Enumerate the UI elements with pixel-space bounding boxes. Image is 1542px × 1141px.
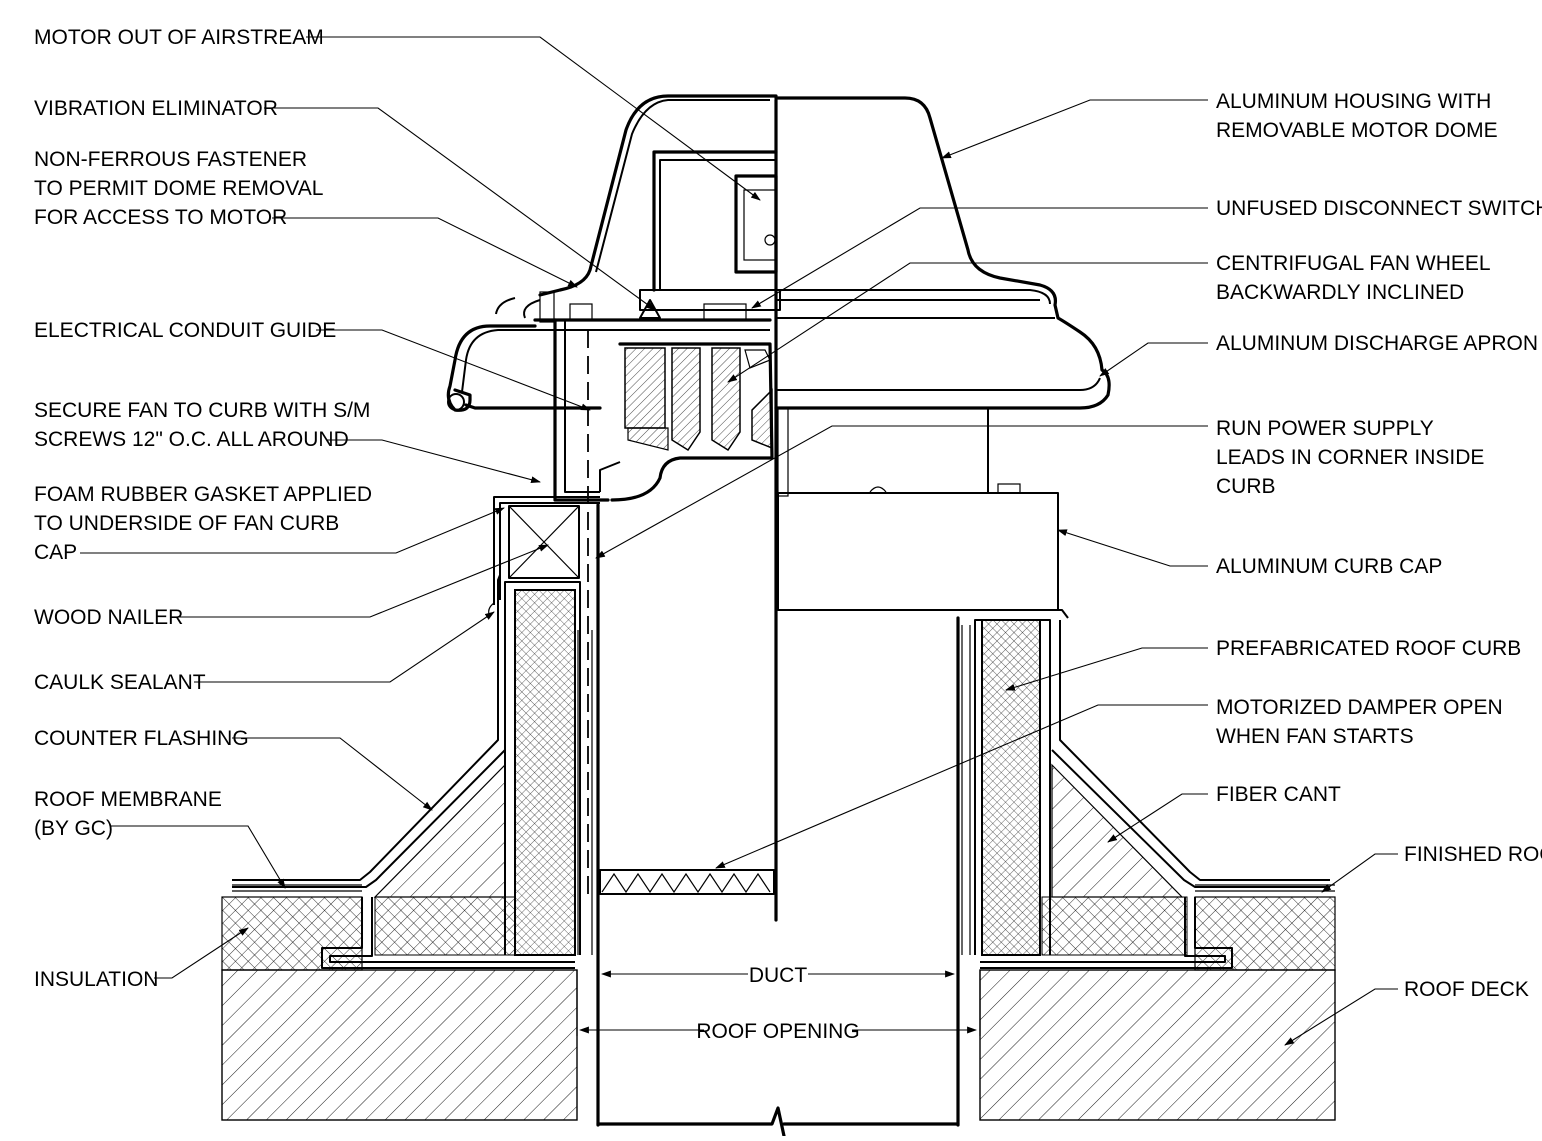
- label-finished-roof: FINISHED ROO: [1404, 843, 1542, 866]
- dimension-lines: DUCT ROOF OPENING: [576, 964, 981, 1043]
- wood-nailer-section: [508, 505, 580, 579]
- label-roof-deck: ROOF DECK: [1404, 978, 1529, 1001]
- label-line: FOAM RUBBER GASKET APPLIED: [34, 483, 372, 506]
- leader-lines: [80, 36, 1398, 1046]
- label-line: PREFABRICATED ROOF CURB: [1216, 637, 1521, 660]
- motorized-damper-section: [599, 869, 775, 895]
- motor-assembly: [639, 150, 781, 311]
- counter-flashing-section: [232, 574, 1330, 969]
- label-line: ALUMINUM HOUSING WITH: [1216, 90, 1491, 113]
- label-foam-rubber-gasket: FOAM RUBBER GASKET APPLIED TO UNDERSIDE O…: [34, 483, 372, 564]
- label-line: ALUMINUM DISCHARGE APRON: [1216, 332, 1538, 355]
- label-line: (BY GC): [34, 817, 113, 840]
- duct-dimension-label: DUCT: [749, 964, 807, 987]
- insulation-section: [221, 884, 1336, 971]
- label-line: CURB: [1216, 475, 1276, 498]
- label-line: BACKWARDLY INCLINED: [1216, 281, 1464, 304]
- label-line: SCREWS 12" O.C. ALL AROUND: [34, 428, 349, 451]
- label-line: TO UNDERSIDE OF FAN CURB: [34, 512, 339, 535]
- label-line: TO PERMIT DOME REMOVAL: [34, 177, 323, 200]
- label-line: FIBER CANT: [1216, 783, 1341, 806]
- label-line: UNFUSED DISCONNECT SWITCH: [1216, 197, 1542, 220]
- label-line: FINISHED ROO: [1404, 843, 1542, 866]
- label-line: COUNTER FLASHING: [34, 727, 249, 750]
- label-line: CAP: [34, 541, 77, 564]
- label-wood-nailer: WOOD NAILER: [34, 606, 183, 629]
- label-insulation: INSULATION: [34, 968, 158, 991]
- callout-labels-right: ALUMINUM HOUSING WITH REMOVABLE MOTOR DOM…: [1216, 90, 1542, 1001]
- label-line: ROOF MEMBRANE: [34, 788, 222, 811]
- label-non-ferrous-fastener: NON-FERROUS FASTENER TO PERMIT DOME REMOV…: [34, 148, 323, 229]
- label-line: MOTOR OUT OF AIRSTREAM: [34, 26, 324, 49]
- label-line: RUN POWER SUPPLY: [1216, 417, 1434, 440]
- fan-wheel-section: [553, 318, 774, 502]
- label-aluminum-curb-cap: ALUMINUM CURB CAP: [1216, 555, 1442, 578]
- label-line: CENTRIFUGAL FAN WHEEL: [1216, 252, 1491, 275]
- housing-right-half: [774, 96, 1111, 497]
- label-line: ELECTRICAL CONDUIT GUIDE: [34, 319, 336, 342]
- label-centrifugal-fan-wheel: CENTRIFUGAL FAN WHEEL BACKWARDLY INCLINED: [1216, 252, 1491, 304]
- label-run-power-supply: RUN POWER SUPPLY LEADS IN CORNER INSIDE CU…: [1216, 417, 1484, 498]
- label-line: ALUMINUM CURB CAP: [1216, 555, 1442, 578]
- label-line: LEADS IN CORNER INSIDE: [1216, 446, 1484, 469]
- label-line: SECURE FAN TO CURB WITH S/M: [34, 399, 370, 422]
- curb-cap-section: [488, 492, 1069, 619]
- label-unfused-disconnect-switch: UNFUSED DISCONNECT SWITCH: [1216, 197, 1542, 220]
- label-aluminum-discharge-apron: ALUMINUM DISCHARGE APRON: [1216, 332, 1538, 355]
- label-aluminum-housing: ALUMINUM HOUSING WITH REMOVABLE MOTOR DOM…: [1216, 90, 1498, 142]
- label-counter-flashing: COUNTER FLASHING: [34, 727, 249, 750]
- label-fiber-cant: FIBER CANT: [1216, 783, 1341, 806]
- roof-deck-section: [221, 969, 1336, 1121]
- duct-section: [587, 330, 960, 1138]
- label-motorized-damper: MOTORIZED DAMPER OPEN WHEN FAN STARTS: [1216, 696, 1503, 748]
- label-line: REMOVABLE MOTOR DOME: [1216, 119, 1498, 142]
- label-line: MOTORIZED DAMPER OPEN: [1216, 696, 1503, 719]
- label-line: INSULATION: [34, 968, 158, 991]
- label-line: FOR ACCESS TO MOTOR: [34, 206, 287, 229]
- label-caulk-sealant: CAULK SEALANT: [34, 671, 206, 694]
- label-line: CAULK SEALANT: [34, 671, 206, 694]
- label-line: ROOF DECK: [1404, 978, 1529, 1001]
- label-roof-membrane: ROOF MEMBRANE (BY GC): [34, 788, 222, 840]
- label-line: NON-FERROUS FASTENER: [34, 148, 307, 171]
- label-line: WHEN FAN STARTS: [1216, 725, 1414, 748]
- label-secure-fan-to-curb: SECURE FAN TO CURB WITH S/M SCREWS 12" O.…: [34, 399, 370, 451]
- label-motor-out-of-airstream: MOTOR OUT OF AIRSTREAM: [34, 26, 324, 49]
- label-line: WOOD NAILER: [34, 606, 183, 629]
- fiber-cant-section: [373, 763, 1188, 956]
- label-line: VIBRATION ELIMINATOR: [34, 97, 278, 120]
- callout-labels-left: MOTOR OUT OF AIRSTREAM VIBRATION ELIMINAT…: [34, 26, 372, 991]
- roof-opening-dimension-label: ROOF OPENING: [696, 1020, 859, 1043]
- roof-curb-section: [504, 581, 1051, 956]
- label-prefabricated-roof-curb: PREFABRICATED ROOF CURB: [1216, 637, 1521, 660]
- label-vibration-eliminator: VIBRATION ELIMINATOR: [34, 97, 278, 120]
- label-electrical-conduit-guide: ELECTRICAL CONDUIT GUIDE: [34, 319, 336, 342]
